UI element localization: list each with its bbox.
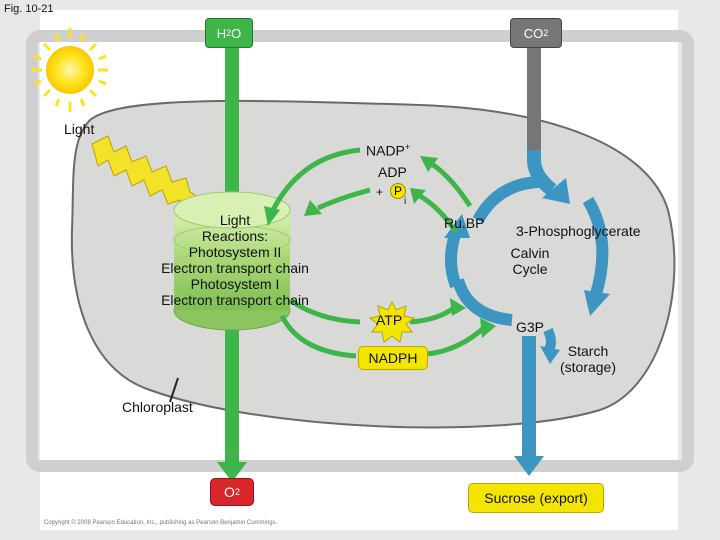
co2-subscript: 2: [543, 28, 549, 38]
chloroplast-label: Chloroplast: [122, 399, 193, 415]
starch-line-2: (storage): [559, 359, 617, 375]
light-label: Light: [64, 121, 95, 137]
light-reactions-line-2: Reactions:: [201, 228, 269, 244]
oxygen-arrow: [217, 320, 247, 482]
calvin-cycle-arrows: [444, 175, 610, 476]
atp-burst-icon: [368, 300, 416, 343]
atp-label: ATP: [376, 312, 403, 328]
co2-text: CO: [523, 25, 544, 41]
light-reactions-line-1: Light: [219, 212, 251, 228]
return-arrows: [264, 147, 473, 234]
phosphate-subscript: i: [404, 196, 407, 207]
adp-label: ADP: [378, 164, 407, 180]
co2-entry-arrowhead: [542, 178, 570, 204]
calvin-line-1: Calvin: [510, 245, 550, 261]
light-reactions-line-3: Photosystem II: [188, 244, 282, 260]
calvin-cycle-label: Calvin Cycle: [504, 245, 556, 277]
light-reactions-line-6: Electron transport chain: [161, 292, 309, 308]
energy-arrows: [279, 297, 496, 359]
nadp-superscript: +: [404, 142, 411, 152]
co2-entry-arrow: [527, 150, 557, 196]
thylakoid-stack: [173, 191, 291, 331]
sun-icon: [32, 28, 108, 112]
light-reactions-line-4: Electron transport chain: [161, 260, 309, 276]
water-text: H: [216, 25, 227, 41]
nadp-text: NADP: [366, 142, 405, 159]
starch-line-1: Starch: [567, 343, 609, 359]
starch-label: Starch (storage): [552, 343, 624, 375]
g3p-label: G3P: [516, 319, 545, 335]
water-subscript: 2: [226, 28, 232, 38]
nadph-box: NADPH: [358, 346, 428, 370]
chloroplast-pointer: [169, 377, 179, 403]
slide-frame: [26, 30, 694, 472]
phosphate-icon: P: [390, 183, 406, 199]
three-pg-label: 3-Phosphoglycerate: [516, 223, 641, 239]
copyright-text: Copyright © 2008 Pearson Education, Inc.…: [44, 520, 278, 526]
figure-label: Fig. 10-21: [4, 3, 54, 15]
oxygen-subscript: 2: [234, 487, 240, 497]
sucrose-box: Sucrose (export): [468, 483, 604, 513]
phosphate-text: P: [393, 184, 402, 198]
nadp-label: NADP+: [366, 140, 410, 159]
calvin-line-2: Cycle: [512, 261, 548, 277]
light-reactions-line-5: Photosystem I: [190, 276, 280, 292]
rubp-label: Ru.BP: [444, 215, 485, 231]
light-reactions-label: Light Reactions: Photosystem II Electron…: [140, 212, 330, 308]
water-text-end: O: [231, 25, 242, 41]
adp-plus: +: [376, 185, 384, 199]
co2-arrow: [527, 40, 541, 150]
oxygen-text: O: [224, 484, 235, 500]
